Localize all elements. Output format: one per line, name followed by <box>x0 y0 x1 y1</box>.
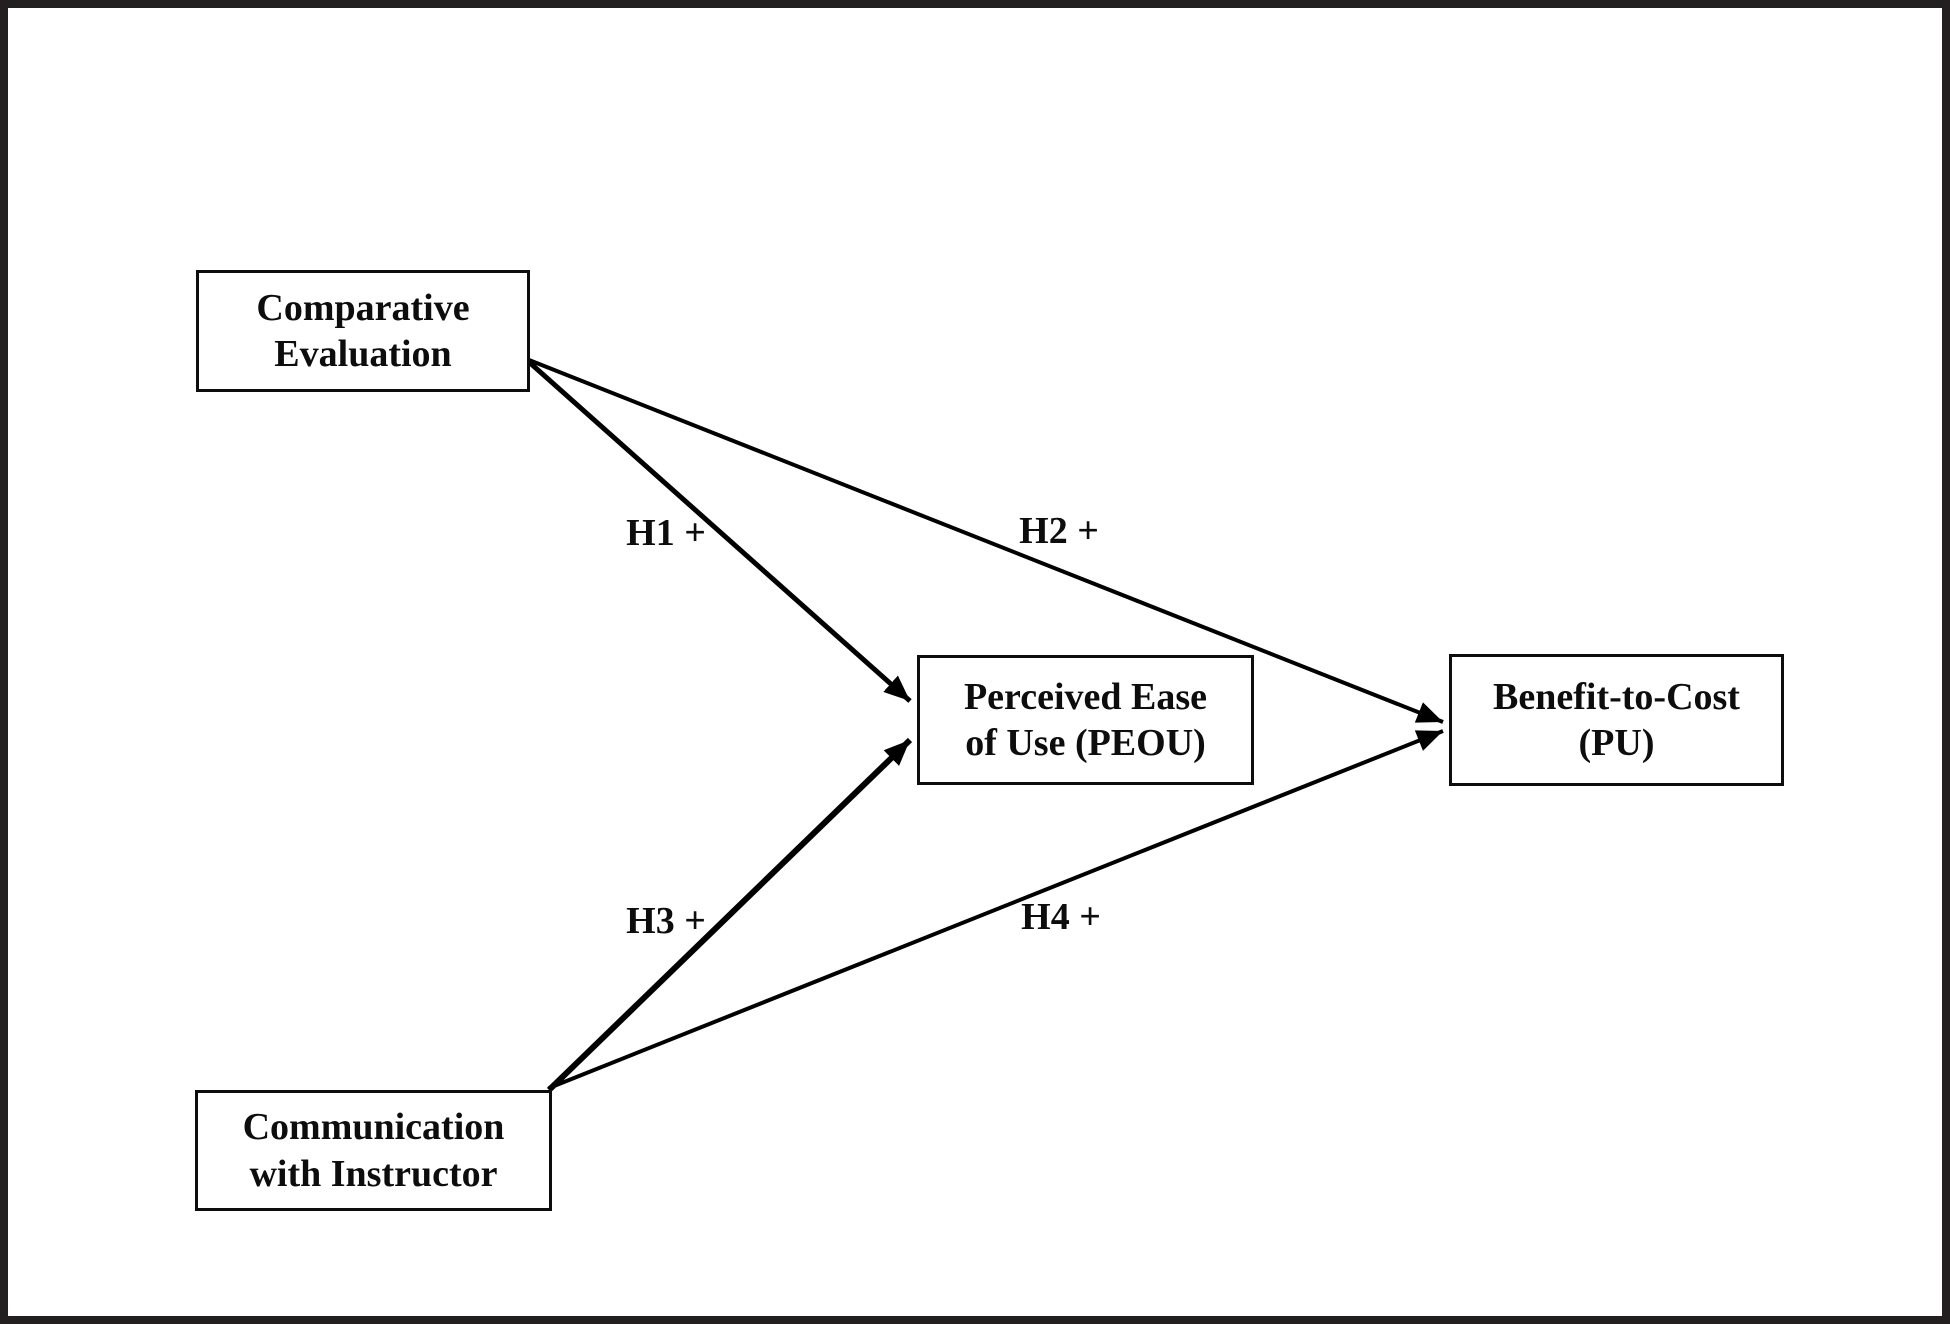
node-benefit-to-cost: Benefit-to-Cost (PU) <box>1449 654 1784 786</box>
node-communication-with-instructor: Communication with Instructor <box>195 1090 552 1211</box>
edge-label-h1: H1 + <box>626 512 706 554</box>
node-perceived-ease-of-use: Perceived Ease of Use (PEOU) <box>917 655 1254 785</box>
edge-label-h3: H3 + <box>626 900 706 942</box>
edge-label-h4: H4 + <box>1021 896 1101 938</box>
arrow-h3 <box>546 737 913 1093</box>
arrow-h4 <box>548 729 1444 1090</box>
arrow-h2 <box>528 358 1444 724</box>
arrow-h1 <box>527 360 912 703</box>
edge-label-h2: H2 + <box>1019 510 1099 552</box>
node-comparative-evaluation: Comparative Evaluation <box>196 270 530 392</box>
